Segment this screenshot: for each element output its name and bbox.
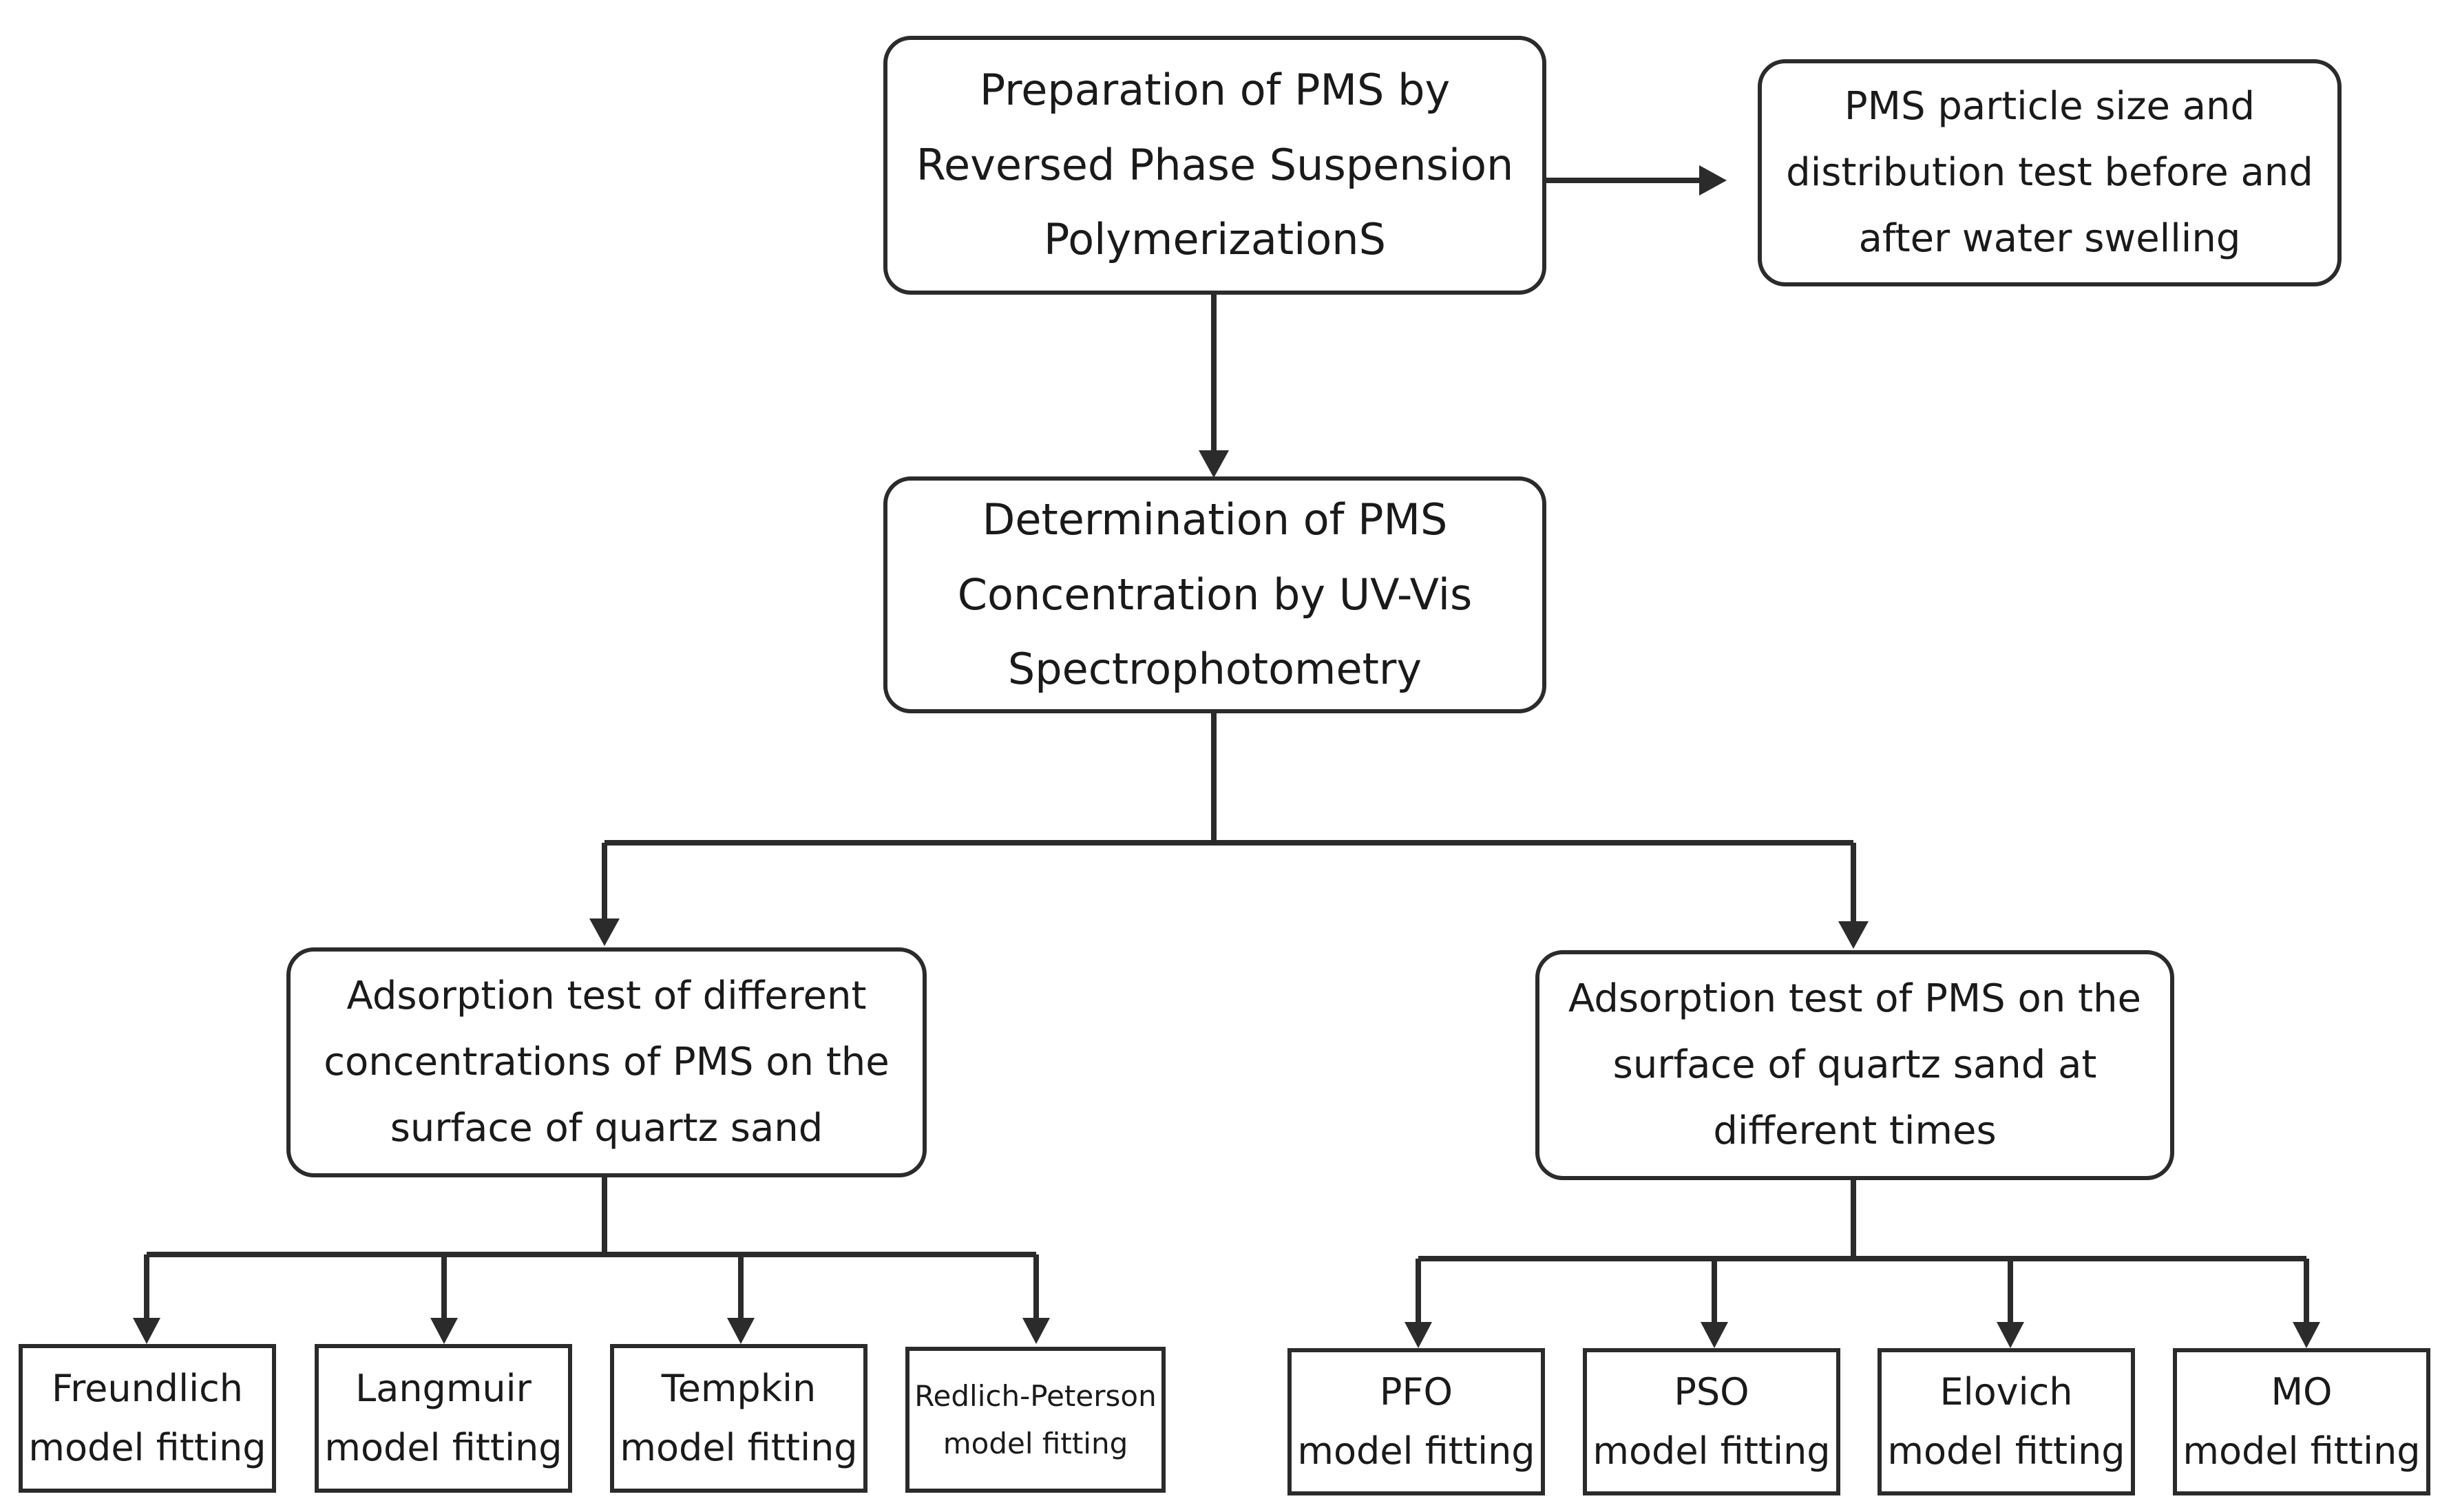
node-text: Redlich-Peterson <box>914 1378 1157 1413</box>
node-text: concentrations of PMS on the <box>324 1039 890 1084</box>
arrowhead <box>1199 450 1229 478</box>
node-mo: MO model fitting <box>2173 1348 2430 1495</box>
node-text: model fitting <box>2183 1429 2421 1473</box>
node-text: model fitting <box>620 1426 858 1469</box>
arrowhead <box>1838 921 1869 949</box>
node-text: after water swelling <box>1858 216 2241 262</box>
node-text: model fitting <box>1297 1429 1535 1473</box>
node-text: PFO <box>1379 1369 1453 1414</box>
node-text: Concentration by UV-Vis <box>957 569 1473 620</box>
node-elovich: Elovich model fitting <box>1878 1348 2135 1495</box>
node-text: Elovich <box>1939 1369 2073 1414</box>
arrowhead <box>430 1318 458 1344</box>
node-particle-size: PMS particle size and distribution test … <box>1758 59 2342 286</box>
node-freundlich: Freundlich model fitting <box>19 1344 276 1493</box>
node-text: model fitting <box>324 1426 562 1469</box>
arrowhead <box>727 1318 755 1344</box>
node-text: Langmuir <box>355 1366 532 1410</box>
node-pso: PSO model fitting <box>1583 1348 1840 1495</box>
arrowhead <box>2293 1322 2320 1348</box>
node-text: Spectrophotometry <box>1007 644 1422 695</box>
node-text: model fitting <box>1887 1429 2125 1473</box>
node-text: model fitting <box>28 1426 266 1469</box>
node-text: PMS particle size and <box>1844 83 2255 129</box>
node-text: Preparation of PMS by <box>979 65 1451 116</box>
node-tempkin: Tempkin model fitting <box>610 1344 867 1493</box>
node-determination: Determination of PMS Concentration by UV… <box>883 476 1546 713</box>
arrowhead <box>133 1318 160 1344</box>
node-text: Tempkin <box>661 1366 817 1410</box>
node-text: Determination of PMS <box>982 494 1448 545</box>
node-text: different times <box>1713 1109 1997 1154</box>
node-text: distribution test before and <box>1786 149 2313 195</box>
node-text: Reversed Phase Suspension <box>916 139 1514 190</box>
node-text: PolymerizationS <box>1044 214 1386 265</box>
node-text: surface of quartz sand <box>390 1106 823 1151</box>
node-text: surface of quartz sand at <box>1612 1042 2097 1087</box>
arrowhead <box>1701 1322 1728 1348</box>
arrowhead <box>1997 1322 2024 1348</box>
node-text: Freundlich <box>51 1366 243 1410</box>
node-text: PSO <box>1674 1369 1749 1414</box>
node-text: Adsorption test of different <box>346 973 867 1018</box>
arrowhead <box>1022 1318 1050 1344</box>
arrowhead <box>1405 1322 1432 1348</box>
node-text: model fitting <box>943 1427 1128 1460</box>
node-adsorption-concentration: Adsorption test of different concentrati… <box>286 947 927 1177</box>
node-text: Adsorption test of PMS on the <box>1568 976 2141 1021</box>
node-adsorption-time: Adsorption test of PMS on the surface of… <box>1535 950 2174 1180</box>
node-text: MO <box>2271 1369 2333 1414</box>
arrowhead <box>1699 165 1727 196</box>
node-preparation: Preparation of PMS by Reversed Phase Sus… <box>883 36 1546 295</box>
arrowhead <box>589 918 620 946</box>
node-text: model fitting <box>1592 1429 1831 1473</box>
node-redlich-peterson: Redlich-Peterson model fitting <box>905 1347 1166 1493</box>
node-pfo: PFO model fitting <box>1287 1348 1545 1495</box>
node-langmuir: Langmuir model fitting <box>315 1344 572 1493</box>
